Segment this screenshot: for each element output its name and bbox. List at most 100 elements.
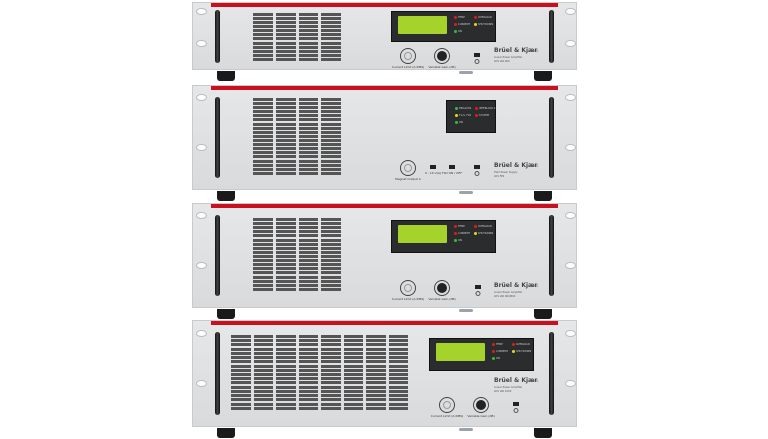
vent-slot — [366, 377, 386, 381]
led-label: F.A.S. FLD — [459, 114, 472, 117]
vent-slot — [321, 17, 341, 21]
vent-slot — [321, 114, 341, 118]
vent-slot — [388, 385, 408, 389]
vent-slot — [275, 271, 296, 275]
handle[interactable] — [215, 9, 220, 63]
vent-slot — [388, 364, 408, 368]
variable-gain-knob[interactable] — [473, 397, 489, 413]
vent-slot — [298, 335, 318, 338]
vent-slot — [298, 25, 319, 29]
vent-slot — [253, 98, 273, 101]
hbk-logo: HBK — [532, 379, 539, 383]
vent-slot — [253, 163, 273, 167]
vent-slot — [298, 102, 319, 106]
vent-slot — [253, 398, 273, 402]
vent-slot — [253, 159, 273, 163]
vent-slot — [321, 171, 341, 175]
vent-slot — [276, 394, 296, 398]
led-yellow-icon — [455, 114, 458, 117]
vent-slot — [253, 234, 273, 238]
vent-slot — [276, 406, 296, 410]
vent-slot — [298, 13, 319, 16]
vent-slot — [298, 271, 319, 275]
vent-slot — [321, 238, 341, 242]
vent-slot — [298, 41, 319, 45]
led-green-icon — [454, 30, 457, 33]
vent-slot — [321, 41, 341, 45]
vent-slot — [321, 222, 341, 226]
foot — [534, 191, 552, 201]
vent-slot — [321, 398, 341, 402]
variable-gain-knob[interactable] — [434, 280, 450, 296]
vent-slot — [275, 21, 296, 25]
toggle-switch[interactable] — [430, 165, 436, 169]
foot — [534, 428, 552, 438]
vent-slot — [253, 29, 273, 33]
vent-slot — [253, 283, 273, 287]
handle[interactable] — [215, 214, 220, 297]
vent-slot — [253, 126, 273, 130]
vent-slot — [253, 279, 273, 283]
status-led: ON — [455, 121, 463, 124]
handle[interactable] — [215, 96, 220, 179]
led-label: SYSTEM — [479, 114, 489, 117]
led-green-icon — [455, 121, 458, 124]
knob-label: Current Limit (A RMS) — [391, 65, 425, 69]
current-limit-knob[interactable] — [439, 397, 455, 413]
handle[interactable] — [215, 331, 220, 416]
vent-slot — [321, 126, 341, 130]
led-label: DEGAUSS — [459, 107, 472, 110]
variable-gain-knob[interactable] — [434, 48, 450, 64]
vent-slot — [366, 406, 386, 410]
rack-mount-hole — [565, 212, 576, 220]
handle[interactable] — [549, 214, 554, 297]
vent-slot — [321, 335, 341, 338]
vent-slot — [366, 372, 386, 376]
vent-slot — [298, 37, 319, 41]
power-switch[interactable] — [475, 285, 481, 289]
vent-slot — [275, 17, 296, 21]
status-led: F.A.S. FLD — [455, 114, 471, 117]
current-limit-knob[interactable] — [400, 48, 416, 64]
led-red-icon — [512, 343, 515, 346]
vent-slot — [388, 347, 408, 351]
vent-slot — [275, 13, 296, 16]
vent-slot — [298, 242, 319, 246]
led-label: OVERLOAD — [478, 16, 492, 19]
current-limit-knob[interactable] — [400, 280, 416, 296]
current-limit-knob[interactable] — [400, 160, 416, 176]
vent-slot — [253, 394, 273, 398]
vent-slot — [298, 230, 319, 234]
led-red-icon — [454, 16, 457, 19]
power-switch[interactable] — [513, 402, 519, 406]
lcd-display — [398, 225, 447, 243]
toggle-switch[interactable] — [449, 165, 455, 169]
vent-slot — [298, 267, 319, 271]
vent-slot — [321, 263, 341, 267]
vent-slot — [253, 381, 273, 385]
handle[interactable] — [549, 96, 554, 179]
vent-slot — [275, 218, 296, 221]
power-switch[interactable] — [474, 165, 480, 169]
power-switch[interactable] — [474, 53, 480, 57]
vent-slot — [275, 45, 296, 49]
vent-slot — [253, 230, 273, 234]
vent-slot — [298, 398, 318, 402]
vent-slot — [343, 385, 363, 389]
handle[interactable] — [549, 331, 554, 416]
vent-slot — [253, 360, 273, 364]
vent-slot — [276, 364, 296, 368]
vent-slot — [253, 155, 273, 159]
vent-slot — [275, 151, 296, 155]
vent-slot — [253, 347, 273, 351]
handle[interactable] — [549, 9, 554, 63]
vent-slot — [275, 57, 296, 61]
vent-slot — [298, 122, 319, 126]
led-yellow-icon — [474, 23, 477, 26]
vent-slot — [253, 13, 273, 16]
vent-slot — [253, 134, 273, 138]
status-led: SYSTEM — [475, 114, 489, 117]
vent-slot — [321, 246, 341, 250]
